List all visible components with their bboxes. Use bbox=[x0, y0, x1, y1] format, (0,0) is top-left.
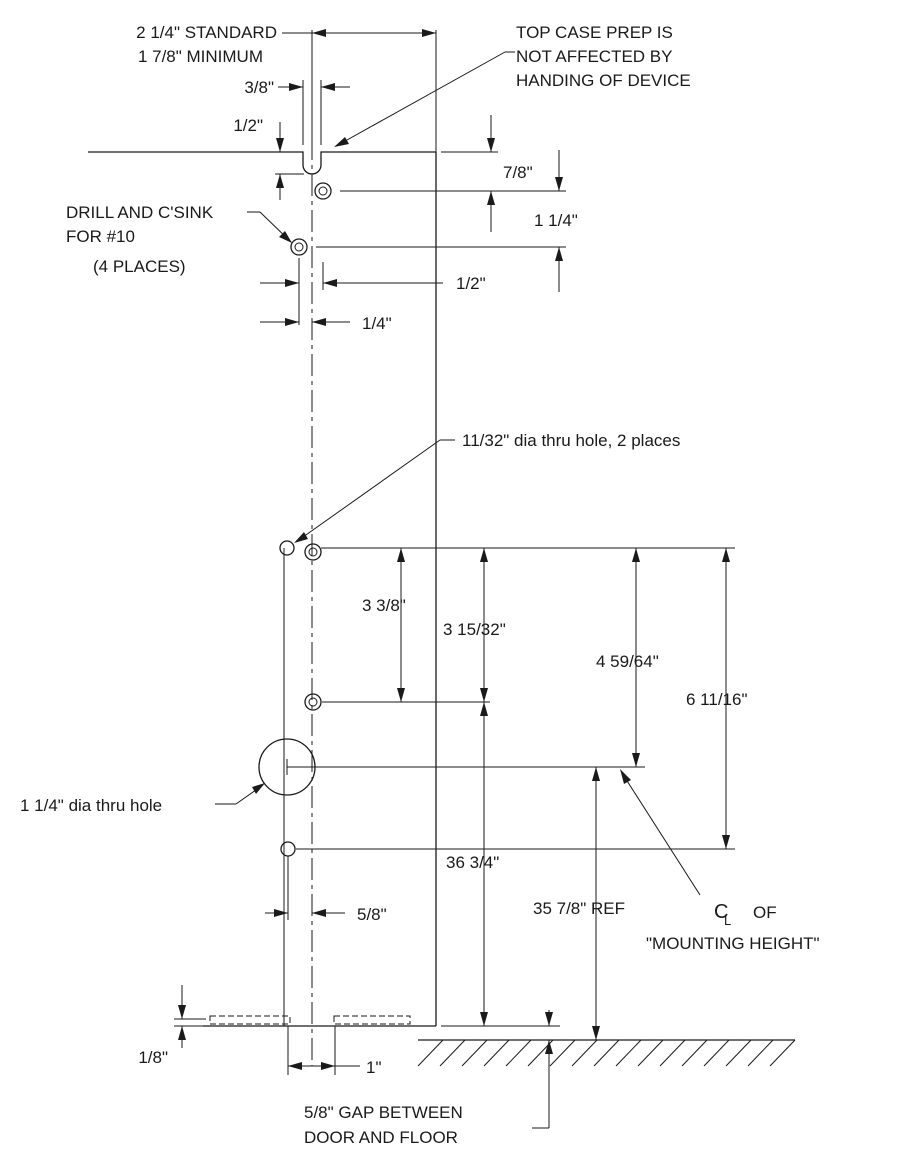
dim-5-8-gap bbox=[532, 1010, 553, 1129]
dim-3-8 bbox=[278, 83, 350, 91]
label-dim-5-8: 5/8" bbox=[357, 905, 387, 924]
label-hole-11-32: 11/32" dia thru hole, 2 places bbox=[462, 431, 680, 450]
dim-4-59-64 bbox=[632, 548, 640, 767]
dim-1-1-4 bbox=[555, 150, 563, 292]
text-labels: 2 1/4" STANDARD 1 7/8" MINIMUM TOP CASE … bbox=[20, 23, 820, 1147]
dim-7-8 bbox=[441, 115, 498, 232]
dim-36-3-4 bbox=[480, 702, 488, 1026]
label-drill-2: FOR #10 bbox=[66, 227, 135, 246]
extension-lines bbox=[174, 30, 735, 1075]
top-c-sink-hole-1 bbox=[314, 182, 332, 200]
label-mounting-height: "MOUNTING HEIGHT" bbox=[646, 934, 820, 953]
leader-11-32-hole bbox=[294, 439, 455, 543]
leader-1-1-4-hole bbox=[215, 783, 265, 805]
label-dim-1-4: 1/4" bbox=[362, 314, 392, 333]
thru-hole-11-32-lower bbox=[280, 841, 296, 857]
dim-35-7-8-ref bbox=[592, 767, 600, 1040]
label-centerline-of: OF bbox=[753, 903, 777, 922]
dim-1-inch bbox=[288, 1062, 360, 1070]
label-dim-35-7-8-ref: 35 7/8" REF bbox=[533, 899, 625, 918]
thru-hole-11-32-upper bbox=[279, 540, 295, 556]
label-dim-3-8: 3/8" bbox=[244, 78, 274, 97]
label-dim-1-inch: 1" bbox=[366, 1058, 382, 1077]
dim-3-3-8 bbox=[397, 548, 405, 702]
label-door-minimum: 1 7/8" MINIMUM bbox=[138, 47, 263, 66]
dim-3-15-32 bbox=[480, 548, 488, 702]
dim-1-2-top bbox=[276, 122, 284, 200]
label-dim-36-3-4: 36 3/4" bbox=[446, 853, 499, 872]
label-centerline-c: C bbox=[714, 901, 728, 923]
label-drill-1: DRILL AND C'SINK bbox=[66, 203, 214, 222]
label-drill-3: (4 PLACES) bbox=[93, 257, 186, 276]
label-gap-1: 5/8" GAP BETWEEN bbox=[304, 1103, 463, 1122]
bottom-hidden-rails bbox=[209, 1015, 411, 1025]
label-dim-1-1-4: 1 1/4" bbox=[534, 211, 578, 230]
leader-top-case-note bbox=[334, 51, 515, 147]
label-dim-4-59-64: 4 59/64" bbox=[596, 652, 659, 671]
dim-door-thickness bbox=[282, 29, 436, 37]
label-hole-1-1-4: 1 1/4" dia thru hole bbox=[20, 796, 162, 815]
c-sink-hole-lower bbox=[304, 693, 322, 711]
label-dim-6-11-16: 6 11/16" bbox=[686, 690, 748, 709]
c-sink-hole-upper bbox=[304, 543, 322, 561]
label-dim-1-8: 1/8" bbox=[138, 1048, 168, 1067]
label-dim-3-3-8: 3 3/8" bbox=[362, 596, 406, 615]
label-gap-2: DOOR AND FLOOR bbox=[304, 1128, 458, 1147]
label-top-case-note-2: NOT AFFECTED BY bbox=[516, 47, 673, 66]
label-dim-7-8: 7/8" bbox=[503, 163, 533, 182]
label-door-standard: 2 1/4" STANDARD bbox=[136, 23, 277, 42]
top-c-sink-hole-2 bbox=[290, 238, 308, 256]
label-top-case-note-3: HANDING OF DEVICE bbox=[516, 71, 691, 90]
label-centerline-l: L bbox=[724, 913, 731, 928]
label-dim-1-2-mid: 1/2" bbox=[456, 274, 486, 293]
label-dim-1-2-top: 1/2" bbox=[233, 116, 263, 135]
dim-5-8 bbox=[265, 909, 345, 917]
floor-hatch bbox=[417, 1039, 796, 1067]
leader-mounting-height bbox=[620, 769, 701, 896]
dim-1-8 bbox=[178, 985, 186, 1048]
label-top-case-note-1: TOP CASE PREP IS bbox=[516, 23, 673, 42]
dim-1-2-mid bbox=[260, 279, 443, 287]
dim-1-4 bbox=[260, 318, 350, 326]
label-dim-3-15-32: 3 15/32" bbox=[443, 620, 506, 639]
dim-6-11-16 bbox=[722, 548, 730, 849]
leader-drill-csink bbox=[247, 211, 292, 243]
